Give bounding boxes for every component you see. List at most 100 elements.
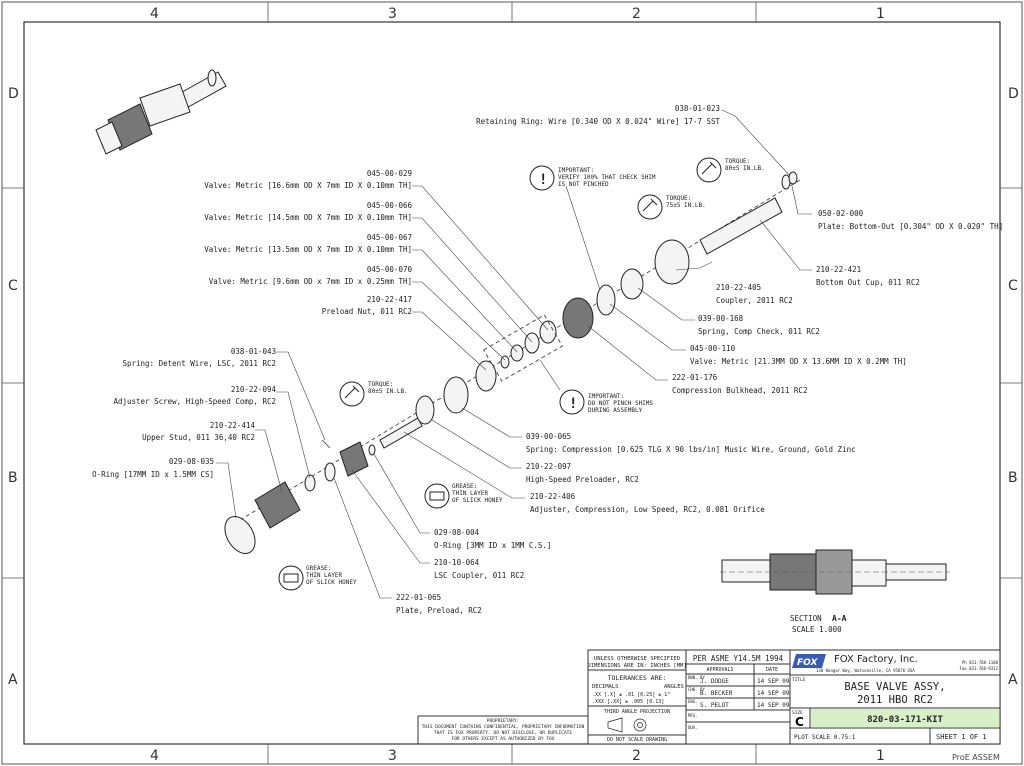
callout-pn: 210-22-405	[716, 283, 761, 292]
preload-nut	[475, 360, 497, 392]
tolerance-line: .XXX [.XX] ± .005 [0.13]	[592, 699, 664, 705]
torque-note-stud: TORQUE: 80±5 IN.LB.	[339, 381, 408, 407]
fox-logo: FOX	[792, 654, 826, 668]
callout-pn: 210-22-097	[526, 462, 571, 471]
grease-icon	[429, 491, 445, 501]
note-line: THIN LAYER	[306, 572, 343, 579]
company-name: FOX Factory, Inc.	[834, 654, 918, 665]
retaining-ring	[788, 171, 798, 185]
coupler	[654, 239, 690, 285]
callout-desc: Spring: Detent Wire, LSC, 2011 RC2	[122, 359, 276, 368]
callout-pn: 038-01-043	[231, 347, 276, 356]
section-scale: SCALE 1.000	[792, 625, 842, 634]
exploded-parts	[224, 171, 801, 554]
zone-right-c: C	[1008, 278, 1018, 294]
note-line: DO NOT PINCH SHIMS	[588, 400, 653, 407]
important-note-check-shim: ! IMPORTANT: VERIFY 100% THAT CHECK SHIM…	[529, 165, 656, 191]
approval-name: S. PELOT	[700, 702, 729, 709]
zone-left-a: A	[8, 672, 18, 688]
proprietary-line: FOR OTHERS EXCEPT AS AUTHORIZED BY FOX	[452, 736, 555, 742]
notes: ! IMPORTANT: VERIFY 100% THAT CHECK SHIM…	[278, 157, 765, 591]
size-label: SIZE	[792, 710, 803, 716]
plot-scale: PLOT SCALE 0.75:1	[794, 734, 856, 741]
leader-lines	[216, 109, 812, 599]
callout-desc: Valve: Metric [14.5mm OD X 7mm ID X 0.10…	[204, 213, 412, 222]
note-line: 75±5 IN.LB.	[666, 202, 706, 209]
note-line: GREASE:	[306, 565, 331, 572]
title-line-1: BASE VALVE ASSY,	[844, 681, 945, 693]
decimals-label: DECIMALS	[592, 684, 619, 690]
warning-icon: !	[569, 396, 577, 412]
check-spring	[620, 268, 644, 300]
grease-note-2: GREASE: THIN LAYER OF SLICK HONEY	[278, 565, 357, 591]
callout-pn: 210-10-064	[434, 558, 480, 567]
warning-icon: !	[539, 172, 547, 188]
o-ring-17mm	[224, 516, 256, 554]
callout-desc: Plate: Bottom-Out [0.304" OD X 0.020" TH…	[818, 222, 1003, 231]
note-line: IS NOT PINCHED	[558, 181, 609, 188]
note-line: 80±5 IN.LB.	[725, 165, 765, 172]
zone-left-d: D	[8, 86, 19, 102]
lsc-coupler	[339, 441, 369, 477]
section-a-a-view: SECTION A-A SCALE 1.000	[720, 549, 950, 634]
part-number: 820-03-171-KIT	[867, 715, 943, 725]
note-line: DURING ASSEMBLY	[588, 407, 643, 414]
zone-top-1: 1	[876, 6, 885, 22]
important-note-shims: ! IMPORTANT: DO NOT PINCH SHIMS DURING A…	[559, 389, 653, 415]
callout-pn: 050-02-000	[818, 209, 864, 218]
callout-pn: 210-22-094	[231, 385, 277, 394]
callout-pn: 045-00-029	[367, 169, 412, 178]
company-phone: Ph 831-768-1100	[962, 660, 999, 665]
callout-labels: 038-01-023 Retaining Ring: Wire [0.340 O…	[92, 104, 1003, 615]
approval-role: ENG.	[688, 699, 698, 704]
wrench-icon	[344, 385, 360, 399]
wrench-icon	[701, 161, 717, 175]
callout-desc: LSC Coupler, 011 RC2	[434, 571, 524, 580]
approval-role: DWN. BY	[688, 675, 705, 680]
callout-desc: Upper Stud, 011 36,40 RC2	[142, 433, 255, 442]
zone-bottom-3: 3	[388, 748, 397, 764]
grease-note-1: GREASE: THIN LAYER OF SLICK HONEY	[424, 483, 503, 509]
callout-desc: Preload Nut, 011 RC2	[322, 307, 412, 316]
callout-pn: 222-01-176	[672, 373, 718, 382]
title-line-2: 2011 HBO RC2	[857, 694, 933, 706]
zone-right-b: B	[1008, 470, 1018, 486]
zone-top-2: 2	[632, 6, 641, 22]
approval-name: B. BECKER	[700, 690, 733, 697]
section-label: SECTION	[790, 614, 822, 623]
valve-21mm	[596, 284, 616, 316]
do-not-scale-label: DO NOT SCALE DRAWING	[607, 737, 667, 743]
proe-assem-label: ProE ASSEM	[952, 753, 1000, 762]
callout-pn: 039-00-168	[698, 314, 744, 323]
callout-desc: Compression Bulkhead, 2011 RC2	[672, 386, 807, 395]
callout-pn: 045-00-067	[367, 233, 412, 242]
zone-right-a: A	[1008, 672, 1018, 688]
date-header: DATE	[766, 667, 778, 673]
callout-desc: Bottom Out Cup, 011 RC2	[816, 278, 920, 287]
title-block: UNLESS OTHERWISE SPECIFIED DIMENSIONS AR…	[417, 649, 1001, 745]
high-speed-preloader	[415, 395, 435, 425]
note-line: TORQUE:	[666, 195, 691, 202]
zone-left-c: C	[8, 278, 18, 294]
section-id: A-A	[832, 614, 847, 623]
note-line: IMPORTANT:	[588, 393, 624, 400]
zone-bottom-2: 2	[632, 748, 641, 764]
sheet-number: SHEET 1 OF 1	[936, 733, 987, 741]
callout-pn: 039-00-065	[526, 432, 571, 441]
note-line: OF SLICK HONEY	[306, 579, 357, 586]
callout-pn: 210-22-414	[210, 421, 256, 430]
upper-stud	[254, 481, 301, 529]
size-value: C	[795, 715, 804, 729]
note-line: VERIFY 100% THAT CHECK SHIM	[558, 174, 656, 181]
angles-label: ANGLES	[664, 684, 684, 690]
tolerances-title: TOLERANCES ARE:	[608, 674, 667, 682]
zone-bottom-4: 4	[150, 748, 159, 764]
callout-desc: Spring: Compression [0.625 TLG X 90 lbs/…	[526, 445, 856, 454]
approval-date: 14 SEP 09	[757, 690, 790, 697]
zone-top-3: 3	[388, 6, 397, 22]
note-line: THIN LAYER	[452, 490, 489, 497]
callout-desc: Spring, Comp Check, 011 RC2	[698, 327, 820, 336]
approval-role: MFG.	[688, 713, 698, 718]
callout-desc: Valve: Metric [13.5mm OD X 7mm ID X 0.10…	[204, 245, 412, 254]
